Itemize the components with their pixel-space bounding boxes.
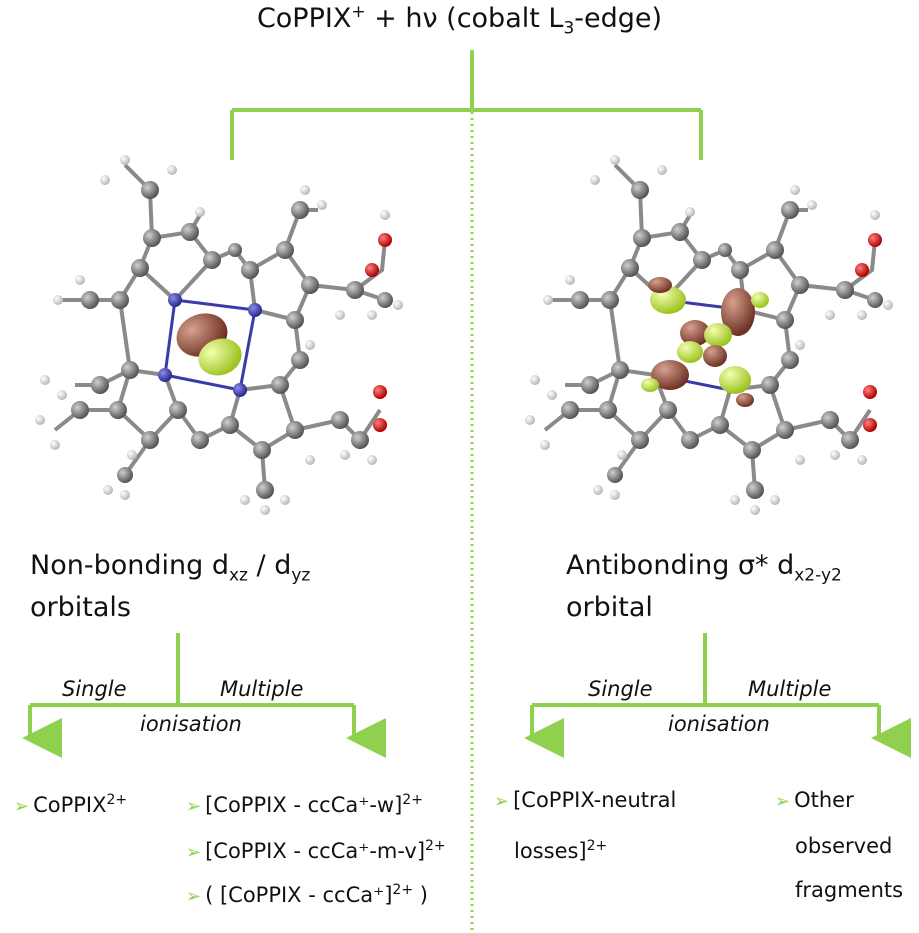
- right-orbital-label-line2: orbital: [566, 592, 653, 623]
- fragment-other: ➢Other: [775, 788, 854, 812]
- molecule-right: [525, 155, 893, 515]
- left-orbital-label: Non-bonding dxz / dyz: [30, 550, 311, 586]
- fragment-neutral-losses: ➢[CoPPIX-neutral: [494, 788, 677, 812]
- bullet-arrow-icon: ➢: [494, 791, 510, 812]
- top-branch: [230, 50, 703, 160]
- fragment-fragments: fragments: [795, 878, 904, 902]
- fragment-neutral-losses-line2: losses]2+: [514, 838, 608, 863]
- bullet-arrow-icon: ➢: [186, 796, 202, 817]
- bullet-arrow-icon: ➢: [186, 842, 202, 863]
- left-multiple-label: Multiple: [220, 677, 304, 701]
- left-single-label: Single: [62, 677, 127, 701]
- bullet-arrow-icon: ➢: [14, 796, 30, 817]
- right-multiple-label: Multiple: [748, 677, 832, 701]
- right-single-label: Single: [588, 677, 653, 701]
- molecule-left: [35, 155, 403, 515]
- fragment-coppix-2plus: ➢CoPPIX2+: [14, 792, 128, 817]
- fragment-observed: observed: [795, 834, 893, 858]
- left-ionisation-label: ionisation: [140, 712, 242, 736]
- left-orbital-label-line2: orbitals: [30, 592, 131, 623]
- bullet-arrow-icon: ➢: [775, 791, 791, 812]
- fragment-ccca-w: ➢[CoPPIX - ccCa⁺-w]2+: [186, 792, 423, 817]
- fragment-ccca: ➢( [CoPPIX - ccCa⁺]2+ ): [186, 882, 428, 907]
- left-branch: [22, 633, 386, 758]
- diagram-title: CoPPIX+ + hν (cobalt L3-edge): [256, 2, 663, 39]
- right-ionisation-label: ionisation: [668, 712, 770, 736]
- right-branch: [524, 633, 911, 758]
- right-orbital-label: Antibonding σ* dx2-y2: [566, 550, 842, 586]
- fragment-ccca-m-v: ➢[CoPPIX - ccCa⁺-m-v]2+: [186, 838, 446, 863]
- bullet-arrow-icon: ➢: [186, 886, 202, 907]
